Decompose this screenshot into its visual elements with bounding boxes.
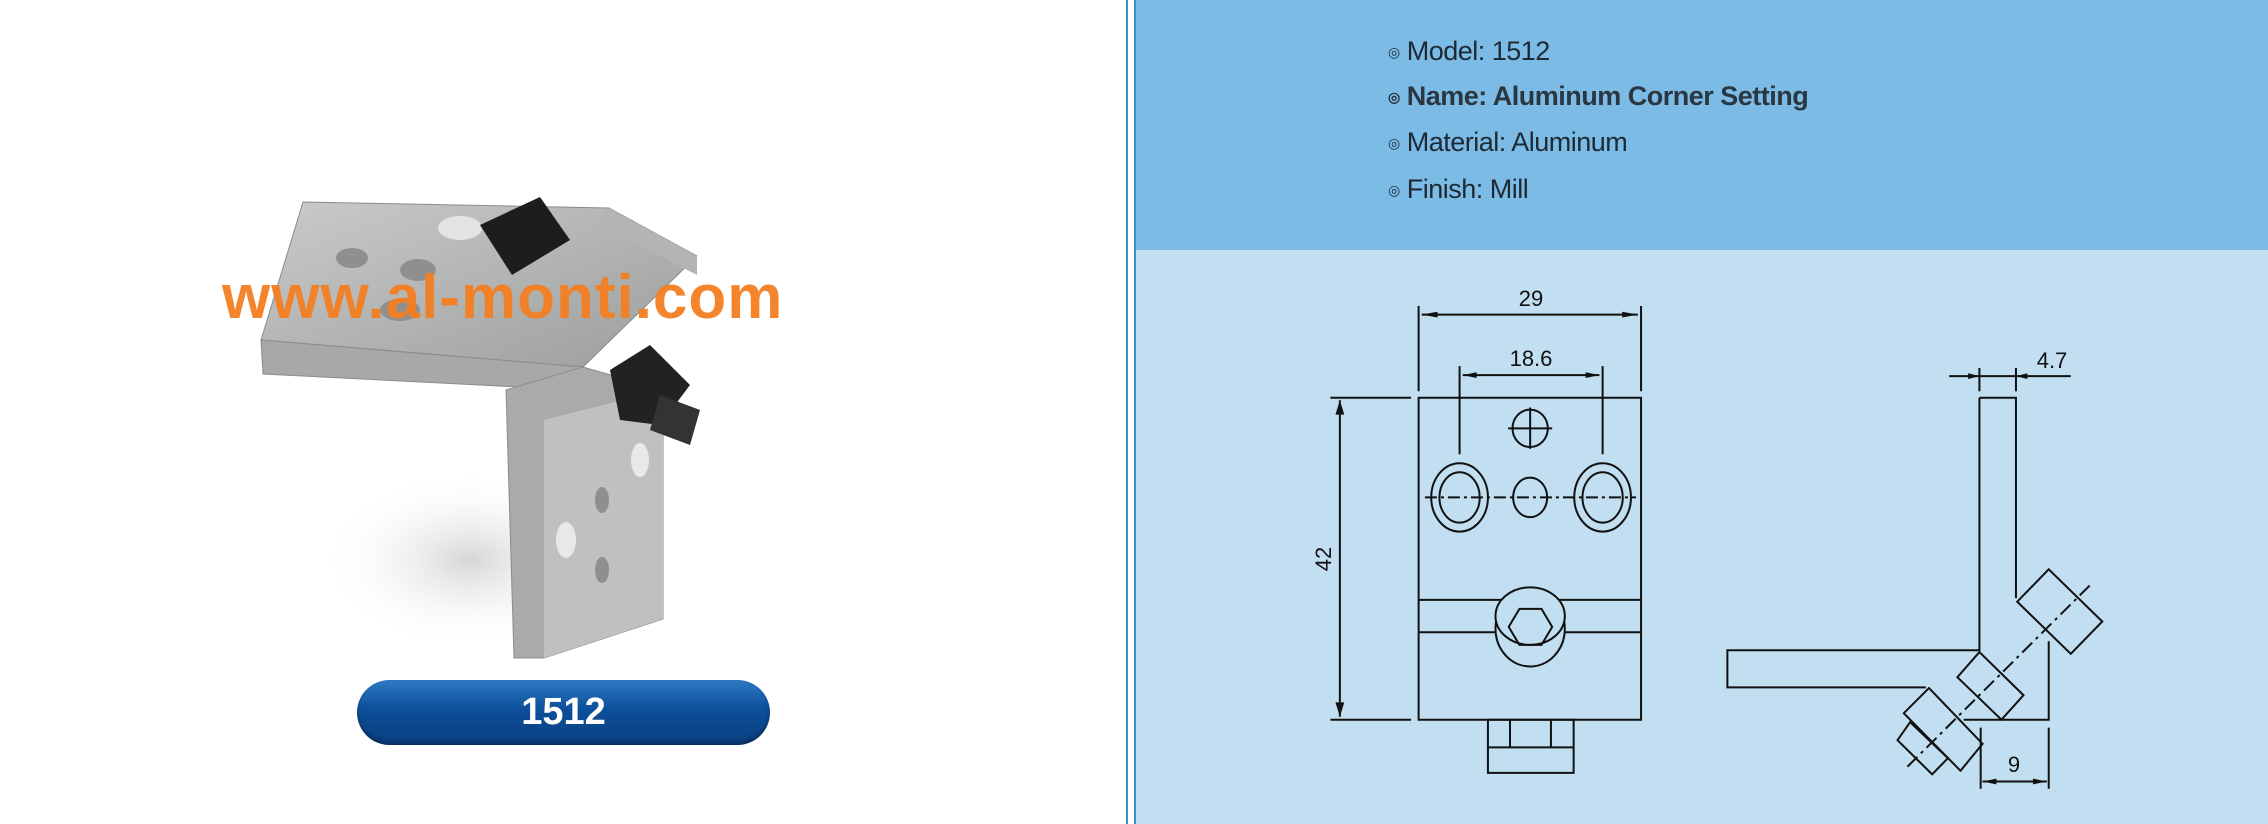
bullet-icon: ◎ xyxy=(1388,135,1400,151)
spec-model: ◎Model: 1512 xyxy=(1388,36,1550,66)
panel-divider xyxy=(1126,0,1136,824)
technical-drawing-panel xyxy=(1136,250,2268,824)
front-view xyxy=(1419,398,1641,773)
model-badge: 1512 xyxy=(357,680,770,745)
technical-drawing xyxy=(1280,260,2268,824)
dimension-arrows xyxy=(1335,311,2047,785)
bullet-icon: ◎ xyxy=(1388,182,1400,198)
dimension-height: 42 xyxy=(1311,546,1336,572)
dimension-width: 29 xyxy=(1518,286,1544,311)
bullet-icon: ◎ xyxy=(1388,89,1400,105)
dimension-leg: 9 xyxy=(2007,752,2021,777)
product-photo-panel: www.al-monti.com 1512 xyxy=(0,0,1126,824)
product-photo xyxy=(260,197,700,659)
side-view xyxy=(1727,398,2102,775)
dimension-lines xyxy=(1330,306,2070,789)
dimension-hole-spacing: 18.6 xyxy=(1509,346,1553,371)
watermark-text: www.al-monti.com xyxy=(222,263,784,332)
bullet-icon: ◎ xyxy=(1388,44,1400,60)
spec-panel xyxy=(1136,0,2268,250)
spec-finish: ◎Finish: Mill xyxy=(1388,174,1529,204)
spec-name: ◎Name: Aluminum Corner Setting xyxy=(1388,81,1809,111)
dimension-thickness: 4.7 xyxy=(2036,348,2068,373)
spec-material: ◎Material: Aluminum xyxy=(1388,127,1628,157)
